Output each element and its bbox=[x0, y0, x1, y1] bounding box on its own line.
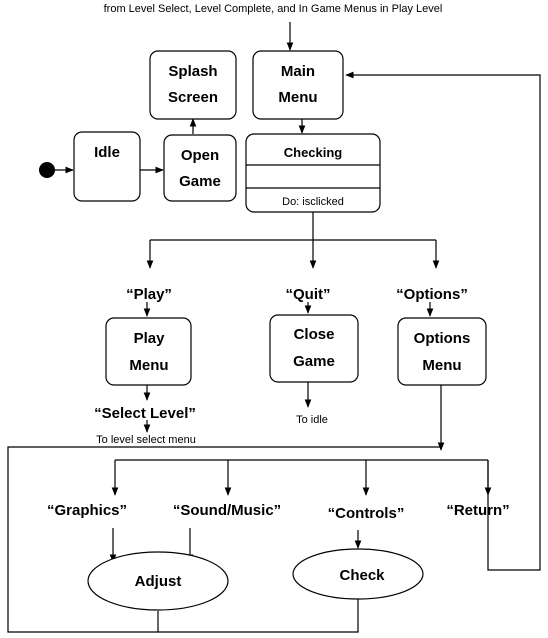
state-close-line2: Game bbox=[293, 353, 335, 370]
trigger-controls: “Controls” bbox=[328, 505, 405, 522]
state-idle-label: Idle bbox=[94, 144, 120, 161]
state-splash-screen[interactable]: Splash Screen bbox=[149, 50, 237, 120]
note-to-level-select: To level select menu bbox=[96, 434, 196, 446]
state-splash-line1: Splash bbox=[168, 63, 217, 80]
state-options-line1: Options bbox=[414, 330, 471, 347]
state-play-line2: Menu bbox=[129, 357, 168, 374]
state-adjust-label: Adjust bbox=[135, 573, 182, 590]
connectors bbox=[7, 22, 541, 633]
state-options-menu[interactable]: Options Menu bbox=[397, 317, 487, 386]
state-checking-title: Checking bbox=[284, 145, 343, 160]
trigger-return: “Return” bbox=[446, 502, 509, 519]
state-adjust[interactable]: Adjust bbox=[87, 551, 229, 611]
initial-node bbox=[39, 162, 55, 178]
header-note: from Level Select, Level Complete, and I… bbox=[104, 3, 443, 15]
state-open-line2: Game bbox=[179, 173, 221, 190]
trigger-quit: “Quit” bbox=[286, 286, 331, 303]
state-checking-activity: Do: isclicked bbox=[282, 196, 344, 208]
state-open-game[interactable]: Open Game bbox=[163, 134, 237, 202]
trigger-play: “Play” bbox=[126, 286, 172, 303]
state-main-line1: Main bbox=[281, 63, 315, 80]
state-checking[interactable]: Checking Do: isclicked bbox=[245, 133, 381, 213]
state-close-game[interactable]: Close Game bbox=[269, 314, 359, 383]
state-play-line1: Play bbox=[134, 330, 166, 347]
state-main-menu[interactable]: Main Menu bbox=[252, 50, 344, 120]
trigger-sound-music: “Sound/Music” bbox=[173, 502, 281, 519]
state-play-menu[interactable]: Play Menu bbox=[105, 317, 192, 386]
state-idle[interactable]: Idle bbox=[73, 131, 141, 202]
state-splash-line2: Screen bbox=[168, 89, 218, 106]
trigger-select-level: “Select Level” bbox=[94, 405, 196, 422]
state-main-line2: Menu bbox=[278, 89, 317, 106]
note-to-idle: To idle bbox=[296, 414, 328, 426]
state-check[interactable]: Check bbox=[292, 548, 424, 600]
trigger-options: “Options” bbox=[396, 286, 468, 303]
state-options-line2: Menu bbox=[422, 357, 461, 374]
state-close-line1: Close bbox=[294, 326, 335, 343]
state-check-label: Check bbox=[339, 567, 385, 584]
trigger-graphics: “Graphics” bbox=[47, 502, 127, 519]
state-open-line1: Open bbox=[181, 147, 219, 164]
